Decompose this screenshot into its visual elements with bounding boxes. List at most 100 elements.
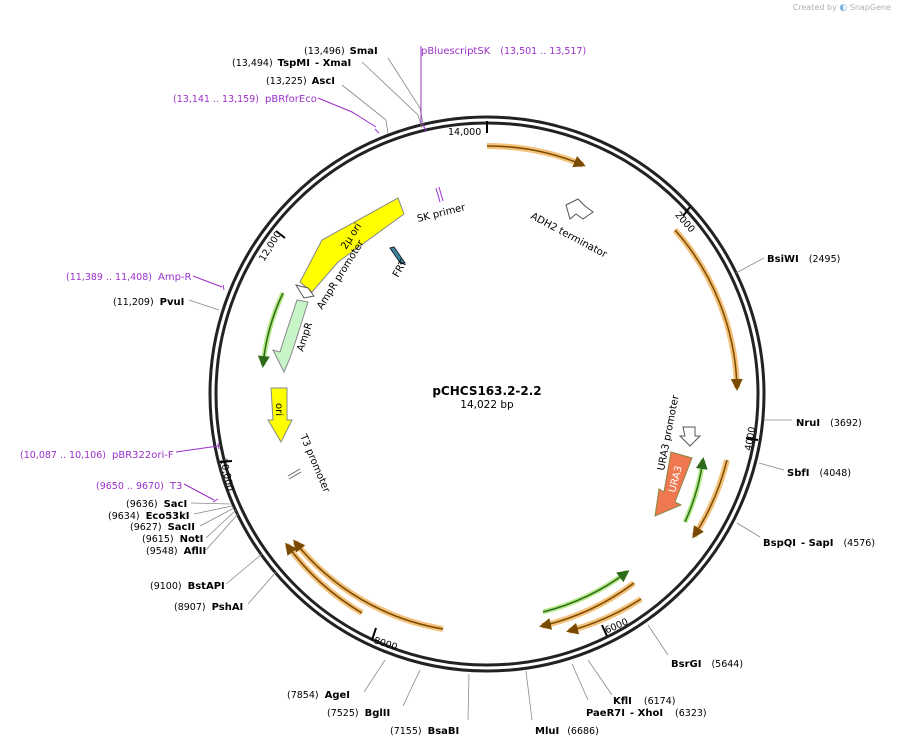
enzyme-leader-lines bbox=[188, 57, 792, 721]
pvui-leader bbox=[188, 299, 220, 311]
enzyme-bstapi-name: BstAPI bbox=[188, 581, 225, 592]
enzyme-nrui-pos: (3692) bbox=[830, 418, 862, 429]
orf-1-highlight bbox=[486, 142, 585, 168]
primer-pbr322ori-f-name: pBR322ori-F bbox=[112, 450, 174, 461]
t3-promoter-mark-2 bbox=[288, 471, 302, 480]
primer-amp-r-name: Amp-R bbox=[158, 272, 192, 283]
orf-6-highlight bbox=[292, 540, 444, 632]
enzyme-pshai: (8907)PshAI bbox=[174, 602, 243, 613]
tick-label-4000: 4000 bbox=[743, 426, 758, 452]
enzyme-smai-name: SmaI bbox=[350, 46, 378, 57]
enzyme-bsabi-name: BsaBI bbox=[428, 726, 460, 737]
primer-pbrforeco: (13,141 .. 13,159) pBRforEco bbox=[173, 94, 317, 105]
t3-promoter-mark-1 bbox=[287, 468, 301, 477]
orf-1-arrow bbox=[486, 145, 586, 168]
orf-2-highlight bbox=[672, 228, 740, 389]
enzyme-agei: (7854) AgeI bbox=[287, 690, 350, 701]
enzyme-saci: (9636)SacI bbox=[126, 499, 187, 510]
snapgene-watermark: Created by ◐ SnapGene bbox=[793, 3, 891, 13]
aflii-leader bbox=[205, 513, 239, 551]
tick-12000 bbox=[275, 230, 286, 239]
pbrforeco-mark bbox=[374, 128, 380, 134]
ampr-promoter-shape bbox=[294, 284, 315, 299]
tick-marks bbox=[219, 121, 759, 641]
tick-10000 bbox=[219, 460, 233, 463]
tick-label-10000: 10,000 bbox=[217, 457, 235, 492]
enzyme-agei-pos: (7854) bbox=[287, 690, 319, 701]
enzyme-bglii-pos: (7525) bbox=[327, 708, 359, 719]
primer-pbluescriptsk-range: (13,501 .. 13,517) bbox=[500, 46, 586, 57]
enzyme-bglii-name: BglII bbox=[365, 708, 391, 719]
sk-primer-mark-2 bbox=[438, 186, 444, 202]
adh2-terminator-label: ADH2 terminator bbox=[529, 211, 610, 261]
enzyme-agei-name: AgeI bbox=[325, 690, 350, 701]
pbluescriptsk-mark bbox=[422, 123, 427, 133]
orf-green-2-highlight bbox=[542, 569, 629, 615]
enzyme-bsabi: (7155)BsaBI bbox=[390, 726, 459, 737]
amp-r-mark bbox=[222, 284, 225, 291]
enzyme-mlui-name: MluI bbox=[535, 726, 559, 737]
enzyme-nrui-name: NruI bbox=[796, 418, 820, 429]
enzyme-paer7i-pos: (6323) bbox=[675, 708, 707, 719]
enzyme-eco53ki-name: Eco53kI bbox=[146, 511, 190, 522]
tick-4000 bbox=[745, 437, 759, 441]
enzyme-asci-pos: (13,225) bbox=[266, 76, 307, 87]
amp-r-leader bbox=[192, 275, 223, 288]
enzyme-bspqi-pos: (4576) bbox=[843, 538, 875, 549]
enzyme-tspmi-name: TspMI bbox=[278, 58, 310, 69]
orf-7-arrow bbox=[285, 542, 363, 614]
agei-leader bbox=[363, 659, 386, 693]
plasmid-name: pCHCS163.2-2.2 bbox=[432, 384, 541, 398]
enzyme-paer7i-name: PaeR7I bbox=[586, 708, 625, 719]
enzyme-tspmi-pos: (13,494) bbox=[232, 58, 273, 69]
kfli-leader bbox=[587, 659, 613, 696]
primer-labels: pBluescriptSK (13,501 .. 13,517) (13,141 … bbox=[20, 46, 586, 492]
enzyme-noti: (9615)NotI bbox=[142, 534, 203, 545]
orf-6-arrow bbox=[293, 539, 444, 630]
enzyme-sbfi-pos: (4048) bbox=[819, 468, 851, 479]
enzyme-xhoi-name: - XhoI bbox=[630, 708, 663, 719]
enzyme-noti-name: NotI bbox=[180, 534, 204, 545]
smai-leader bbox=[387, 57, 425, 129]
tick-8000 bbox=[371, 627, 377, 641]
enzyme-asci: (13,225)AscI bbox=[266, 76, 335, 87]
primer-pbluescriptsk-name: pBluescriptSK bbox=[421, 46, 491, 57]
enzyme-bsiwi-name: BsiWI bbox=[767, 254, 799, 265]
primer-amp-r-range: (11,389 .. 11,408) bbox=[66, 272, 152, 283]
frt-shape bbox=[389, 246, 406, 265]
primer-t3-range: (9650 .. 9670) bbox=[96, 481, 164, 492]
ori-shape bbox=[267, 387, 293, 444]
orf-5-arrow bbox=[566, 598, 642, 635]
enzyme-nrui: NruI (3692) bbox=[796, 418, 862, 429]
enzyme-tspmi-xmai: (13,494)TspMI- XmaI bbox=[232, 58, 351, 69]
primer-pbrforeco-name: pBRforEco bbox=[265, 94, 317, 105]
bsabi-leader bbox=[467, 673, 470, 721]
enzyme-eco53ki-pos: (9634) bbox=[108, 511, 140, 522]
enzyme-kfli-pos: (6174) bbox=[644, 696, 676, 707]
ori-label: ori bbox=[273, 403, 284, 416]
primer-leader-lines bbox=[175, 46, 427, 503]
pbrforeco-leader bbox=[317, 97, 377, 128]
enzyme-mlui: MluI(6686) bbox=[535, 726, 599, 737]
tick-2000 bbox=[682, 206, 691, 217]
enzyme-bspqi-name: BspQI bbox=[763, 538, 796, 549]
primer-pbrforeco-range: (13,141 .. 13,159) bbox=[173, 94, 259, 105]
plasmid-length: 14,022 bp bbox=[460, 399, 514, 411]
enzyme-bsiwi: BsiWI (2495) bbox=[767, 254, 840, 265]
primer-amp-r: (11,389 .. 11,408) Amp-R bbox=[66, 272, 192, 283]
primer-t3-name: T3 bbox=[169, 481, 182, 492]
eco53ki-leader bbox=[193, 505, 233, 515]
enzyme-bsiwi-pos: (2495) bbox=[809, 254, 841, 265]
bglii-leader bbox=[402, 669, 421, 707]
adh2-terminator-shape bbox=[565, 198, 594, 220]
enzyme-sacii: (9627)SacII bbox=[130, 522, 195, 533]
primer-pbr322ori-f-range: (10,087 .. 10,106) bbox=[20, 450, 106, 461]
enzyme-aflii-name: AflII bbox=[184, 546, 207, 557]
tick-6000 bbox=[601, 624, 608, 637]
frt-label: FRT bbox=[391, 258, 410, 280]
enzyme-aflii-pos: (9548) bbox=[146, 546, 178, 557]
sk-primer-label: SK primer bbox=[416, 202, 467, 225]
2mu-ori-shape bbox=[299, 197, 405, 293]
enzyme-sbfi-name: SbfI bbox=[787, 468, 809, 479]
orf-4-arrow bbox=[539, 582, 635, 630]
